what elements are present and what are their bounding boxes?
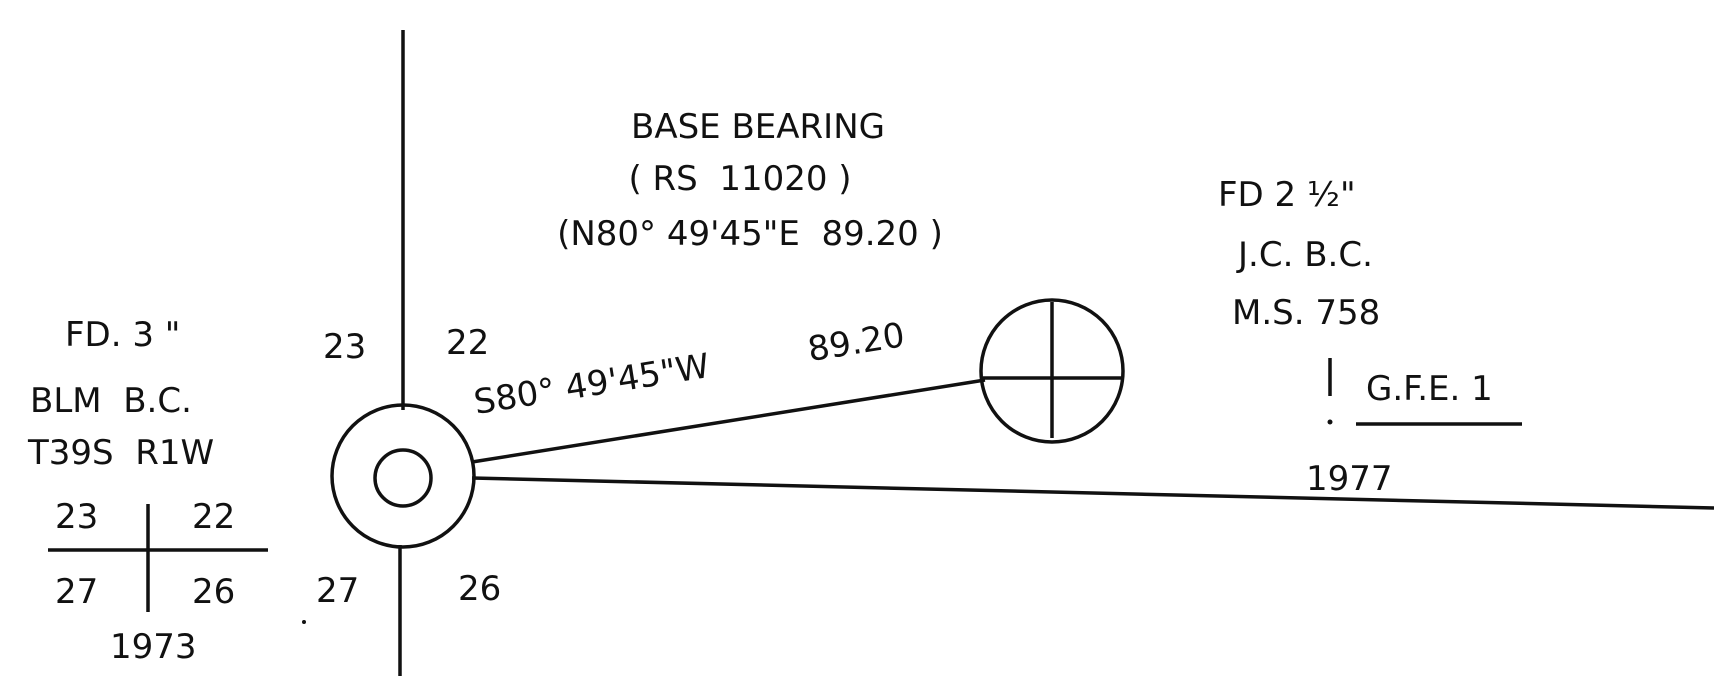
corner-diagram-sw: 27 bbox=[55, 572, 98, 612]
section-corner-nw: 23 bbox=[323, 327, 366, 367]
right-monument-symbol bbox=[979, 298, 1125, 444]
base-bearing-value: (N80° 49'45"E 89.20 ) bbox=[557, 214, 943, 254]
right-monument-line1: FD 2 ½" bbox=[1218, 175, 1356, 215]
gfe-dot bbox=[1327, 419, 1333, 425]
traverse-bearing: S80° 49'45"W bbox=[471, 346, 712, 423]
left-monument-line3: T39S R1W bbox=[27, 433, 214, 473]
base-bearing-title: BASE BEARING bbox=[631, 107, 885, 147]
corner-diagram bbox=[48, 504, 268, 612]
right-monument-line2: J.C. B.C. bbox=[1236, 235, 1373, 275]
corner-diagram-nw: 23 bbox=[55, 497, 98, 537]
base-bearing-record: ( RS 11020 ) bbox=[628, 159, 851, 199]
left-monument-year: 1973 bbox=[110, 627, 197, 667]
right-monument-line3: M.S. 758 bbox=[1232, 293, 1380, 333]
corner-diagram-se: 26 bbox=[192, 572, 235, 612]
section-corner-se: 26 bbox=[458, 569, 501, 609]
left-monument-symbol bbox=[330, 403, 476, 549]
gfe-label: G.F.E. 1 bbox=[1366, 369, 1493, 409]
section-line-horizontal bbox=[471, 476, 1714, 510]
left-monument-line1: FD. 3 " bbox=[65, 315, 180, 355]
traverse-distance: 89.20 bbox=[805, 315, 907, 370]
stray-mark bbox=[302, 620, 306, 624]
traverse-line bbox=[471, 378, 986, 464]
section-corner-ne: 22 bbox=[446, 323, 489, 363]
left-monument-line2: BLM B.C. bbox=[30, 381, 192, 421]
corner-diagram-ne: 22 bbox=[192, 497, 235, 537]
section-corner-sw: 27 bbox=[316, 571, 359, 611]
right-monument-year: 1977 bbox=[1306, 459, 1393, 499]
